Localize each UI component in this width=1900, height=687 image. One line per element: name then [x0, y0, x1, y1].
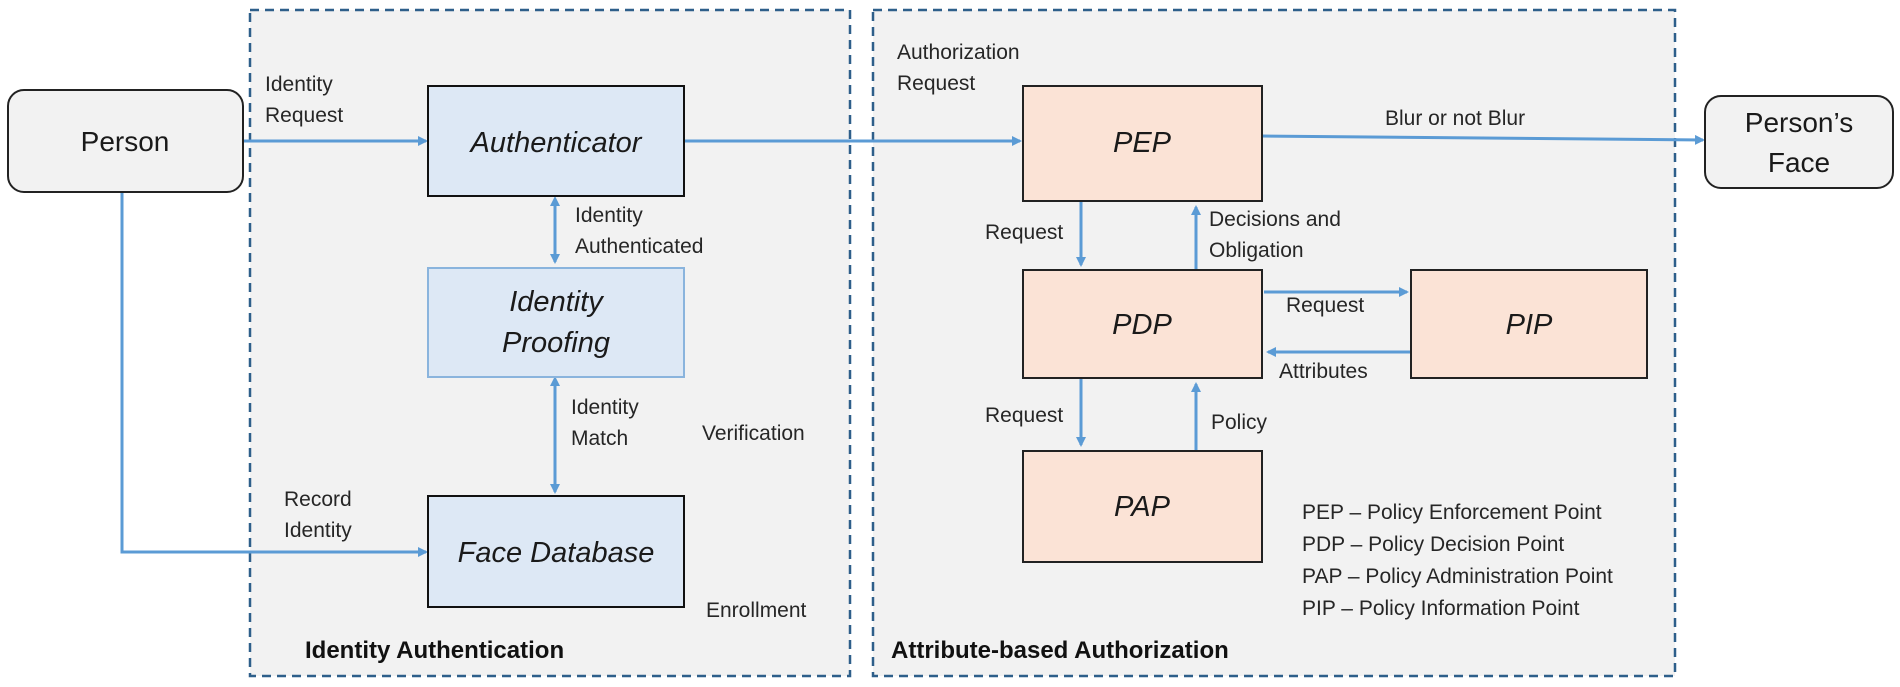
pdp-label: PDP: [1112, 309, 1172, 341]
verification-label: Verification: [702, 422, 805, 445]
identity-proofing-node: [427, 267, 685, 378]
person-to-database-connector: [120, 192, 428, 557]
pep-node: [1022, 85, 1263, 202]
persons-face-label-line2: Face: [1768, 147, 1830, 178]
policy-label: Policy: [1211, 411, 1268, 434]
face-database-label: Face Database: [458, 537, 655, 569]
persons-face-label-line1: Person’s: [1745, 107, 1853, 138]
pep-to-face-arrow: [1261, 134, 1705, 145]
authenticator-node: [427, 85, 685, 197]
identity-proofing-label-line2: Proofing: [502, 327, 610, 359]
identity-authentication-title: Identity Authentication: [305, 637, 564, 664]
legend-pdp: PDP – Policy Decision Point: [1302, 533, 1564, 556]
pdp-node: [1022, 269, 1263, 379]
legend-pap: PAP – Policy Administration Point: [1302, 565, 1613, 588]
identity-match-label-line2: Match: [571, 427, 628, 450]
pip-node: [1410, 269, 1648, 379]
legend-pip: PIP – Policy Information Point: [1302, 597, 1580, 620]
identity-request-label-line1: Identity: [265, 73, 333, 96]
identity-match-label-line1: Identity: [571, 396, 639, 419]
face-database-node: [427, 495, 685, 608]
identity-request-label-line2: Request: [265, 104, 343, 127]
pap-node: [1022, 450, 1263, 563]
authenticator-label: Authenticator: [469, 127, 643, 159]
pdp-pip-request-label: Request: [1286, 294, 1364, 317]
identity-authenticated-label-line2: Authenticated: [575, 235, 703, 258]
blur-or-not-blur-label: Blur or not Blur: [1385, 107, 1525, 130]
identity-proofing-label-line1: Identity: [509, 286, 604, 318]
authorization-request-label-line2: Request: [897, 72, 975, 95]
pep-pdp-request-label: Request: [985, 221, 1063, 244]
pdp-pap-request-label: Request: [985, 404, 1063, 427]
decisions-obligation-label-line2: Obligation: [1209, 239, 1304, 262]
acronym-legend: PEP – Policy Enforcement Point PDP – Pol…: [1302, 501, 1613, 620]
authorization-request-label-line1: Authorization: [897, 41, 1020, 64]
pip-label: PIP: [1506, 309, 1553, 341]
person-label: Person: [81, 126, 170, 157]
persons-face-node: [1704, 95, 1894, 189]
identity-authenticated-label-line1: Identity: [575, 204, 643, 227]
legend-pep: PEP – Policy Enforcement Point: [1302, 501, 1602, 524]
record-identity-label-line1: Record: [284, 488, 352, 511]
decisions-obligation-label-line1: Decisions and: [1209, 208, 1341, 231]
person-node: [7, 89, 244, 193]
pap-label: PAP: [1114, 491, 1171, 523]
attribute-based-authorization-title: Attribute-based Authorization: [891, 637, 1229, 664]
record-identity-label-line2: Identity: [284, 519, 352, 542]
attributes-label: Attributes: [1279, 360, 1368, 383]
pep-label: PEP: [1113, 127, 1172, 159]
enrollment-label: Enrollment: [706, 599, 807, 622]
